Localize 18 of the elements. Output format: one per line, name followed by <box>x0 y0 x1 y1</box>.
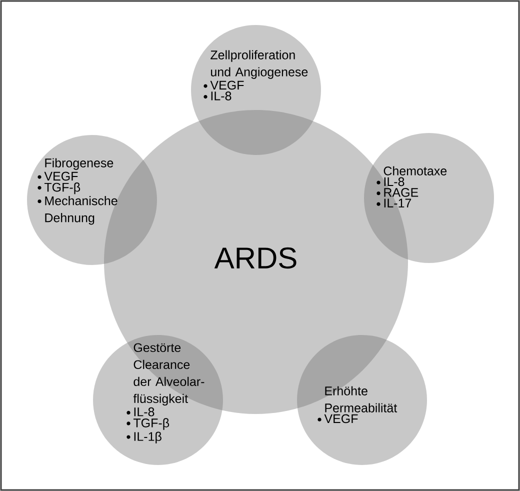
bullet-item: TGF-β <box>126 418 170 430</box>
bullet-item: IL-8 <box>376 177 404 186</box>
heading-text: Fibrogenese <box>45 158 114 170</box>
bullet-item: IL-8 <box>204 92 232 100</box>
bullet-item: TGF-β <box>38 182 80 194</box>
bullet-item: IL-8 <box>126 407 154 416</box>
bullet-item: Mechanische Dehnung <box>38 196 118 225</box>
heading-text: Zellproliferation und Angiogenese <box>210 50 308 79</box>
bullet-item: VEGF <box>204 80 244 90</box>
heading-text: Gestörte Clearance der Alveolar-flüssigkeit <box>133 343 204 406</box>
bullet-item: IL-17 <box>376 198 412 208</box>
title-text: ARDS <box>214 247 296 269</box>
bullet-item: VEGF <box>318 414 358 424</box>
heading-text: Chemotaxe <box>384 166 447 176</box>
bullet-item: VEGF <box>38 172 78 181</box>
heading-text: Erhöhte Permeabilität <box>325 386 398 412</box>
bullet-item: IL-1β <box>126 432 162 444</box>
bullet-item: RAGE <box>376 188 418 197</box>
